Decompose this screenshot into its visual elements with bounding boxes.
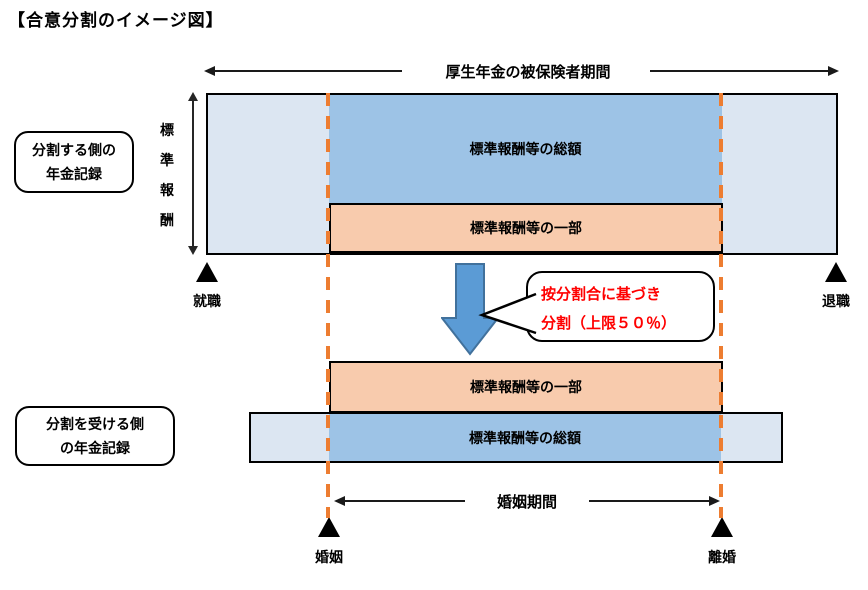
receiver-total-label: 標準報酬等の総額: [469, 429, 581, 446]
page-title: 【合意分割のイメージ図】: [8, 11, 224, 30]
marriage-period-label: 婚姻期間: [496, 494, 557, 511]
receiver-record-label-line1: 分割を受ける側: [46, 416, 144, 432]
receiver-part-label: 標準報酬等の一部: [470, 379, 582, 395]
employment-start-label: 就職: [193, 293, 221, 309]
vertical-axis-bottom-arrowhead-icon: [188, 246, 198, 255]
split-down-arrow-icon: [441, 263, 499, 356]
giver-part-label: 標準報酬等の一部: [470, 220, 582, 236]
receiver-record-label-line2: の年金記録: [60, 440, 130, 456]
employment-end-triangle-icon: [825, 262, 847, 282]
employment-start-triangle-icon: [196, 262, 218, 282]
giver-record-label-line1: 分割する側の: [32, 142, 116, 158]
giver-record-box: 分割する側の 年金記録: [14, 131, 134, 193]
giver-record-label-line2: 年金記録: [46, 166, 102, 182]
split-ratio-callout: 按分割合に基づき 分割（上限５０％）: [526, 271, 715, 342]
callout-text-line2: 分割（上限５０％）: [541, 315, 677, 332]
top-axis-left-line: [213, 70, 402, 72]
receiver-total-region: 標準報酬等の総額: [329, 414, 721, 461]
divorce-triangle-icon: [711, 517, 733, 537]
callout-text-line1: 按分割合に基づき: [541, 286, 662, 303]
marriage-start-dashed-line: [326, 93, 330, 518]
divorce-dashed-line: [719, 93, 723, 518]
giver-part-region: 標準報酬等の一部: [329, 203, 723, 253]
marriage-axis-left-line: [343, 500, 465, 502]
top-axis-right-arrowhead-icon: [828, 66, 839, 76]
marriage-axis-left-arrowhead-icon: [334, 496, 345, 506]
vertical-axis-line: [192, 99, 194, 248]
marriage-axis-right-line: [589, 500, 711, 502]
standard-remuneration-axis-label: 標準報酬: [160, 122, 174, 228]
employment-end-label: 退職: [822, 293, 850, 309]
top-axis-label: 厚生年金の被保険者期間: [445, 64, 611, 81]
top-axis-left-arrowhead-icon: [204, 66, 215, 76]
divorce-label: 離婚: [708, 549, 736, 565]
marriage-label: 婚姻: [315, 549, 343, 565]
marriage-triangle-icon: [318, 517, 340, 537]
marriage-axis-right-arrowhead-icon: [709, 496, 720, 506]
top-axis-right-line: [650, 70, 830, 72]
vertical-axis-top-arrowhead-icon: [188, 92, 198, 101]
receiver-part-region: 標準報酬等の一部: [329, 361, 723, 413]
giver-total-label: 標準報酬等の総額: [469, 141, 582, 157]
receiver-record-box: 分割を受ける側 の年金記録: [15, 406, 175, 466]
giver-total-region: 標準報酬等の総額: [329, 95, 722, 203]
callout-tail-icon: [478, 292, 537, 335]
